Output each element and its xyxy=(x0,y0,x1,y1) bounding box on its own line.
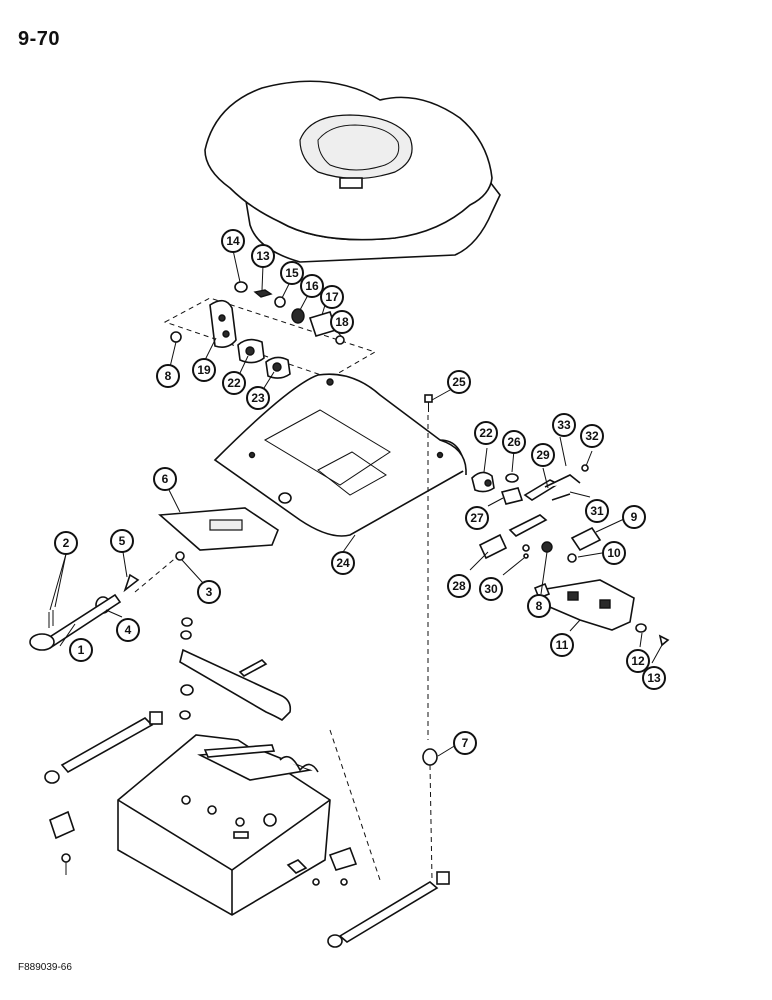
callout-22-left: 22 xyxy=(222,371,246,395)
svg-text:22: 22 xyxy=(227,376,241,390)
svg-text:31: 31 xyxy=(590,504,604,518)
callout-24: 24 xyxy=(331,551,355,575)
callout-28: 28 xyxy=(447,574,471,598)
svg-text:19: 19 xyxy=(197,363,211,377)
callout-25: 25 xyxy=(447,370,471,394)
callout-5: 5 xyxy=(110,529,134,553)
callout-32: 32 xyxy=(580,424,604,448)
svg-text:11: 11 xyxy=(556,638,569,652)
callout-19: 19 xyxy=(192,358,216,382)
callout-29: 29 xyxy=(531,443,555,467)
slide-plate xyxy=(158,507,279,551)
svg-text:24: 24 xyxy=(336,556,350,570)
callout-7: 7 xyxy=(453,731,477,755)
figure-code: F889039-66 xyxy=(18,962,72,973)
callout-22-right: 22 xyxy=(474,421,498,445)
svg-text:4: 4 xyxy=(125,623,132,637)
pivot-hardware xyxy=(163,281,377,379)
callout-31: 31 xyxy=(585,499,609,523)
suspension-base xyxy=(117,617,381,916)
callout-12: 12 xyxy=(626,649,650,673)
adjust-handle xyxy=(29,551,185,651)
svg-text:22: 22 xyxy=(479,426,493,440)
callout-1: 1 xyxy=(69,638,93,662)
callout-13-bottom: 13 xyxy=(642,666,666,690)
callout-27: 27 xyxy=(465,506,489,530)
svg-text:7: 7 xyxy=(462,736,469,750)
callout-23: 23 xyxy=(246,386,270,410)
svg-text:15: 15 xyxy=(285,266,299,280)
svg-text:12: 12 xyxy=(631,654,645,668)
callout-8-top: 8 xyxy=(156,364,180,388)
bolt-and-axis xyxy=(422,394,438,881)
svg-text:27: 27 xyxy=(470,511,484,525)
callout-leaders xyxy=(49,249,663,757)
svg-text:9: 9 xyxy=(631,510,638,524)
callout-18: 18 xyxy=(330,310,354,334)
svg-text:33: 33 xyxy=(557,418,571,432)
svg-text:13: 13 xyxy=(256,249,270,263)
callout-9: 9 xyxy=(622,505,646,529)
svg-text:17: 17 xyxy=(325,290,339,304)
slide-rails xyxy=(44,711,450,948)
svg-text:32: 32 xyxy=(585,429,599,443)
callout-4: 4 xyxy=(116,618,140,642)
callout-15: 15 xyxy=(280,261,304,285)
svg-text:30: 30 xyxy=(484,582,498,596)
seat-pan xyxy=(213,373,467,537)
callout-6: 6 xyxy=(153,467,177,491)
svg-text:2: 2 xyxy=(63,536,70,550)
callout-13-top: 13 xyxy=(251,244,275,268)
svg-text:29: 29 xyxy=(536,448,550,462)
svg-text:8: 8 xyxy=(165,369,172,383)
callout-26: 26 xyxy=(502,430,526,454)
svg-text:28: 28 xyxy=(452,579,466,593)
svg-text:3: 3 xyxy=(206,585,213,599)
svg-text:13: 13 xyxy=(647,671,661,685)
seat-cushion xyxy=(204,80,501,263)
svg-text:6: 6 xyxy=(162,472,169,486)
svg-text:5: 5 xyxy=(119,534,126,548)
page-title: 9-70 xyxy=(18,28,61,50)
callout-17: 17 xyxy=(320,285,344,309)
callout-30: 30 xyxy=(479,577,503,601)
svg-text:10: 10 xyxy=(607,546,621,560)
svg-text:26: 26 xyxy=(507,435,521,449)
svg-text:18: 18 xyxy=(335,315,349,329)
svg-text:8: 8 xyxy=(536,599,543,613)
callout-14: 14 xyxy=(221,229,245,253)
svg-text:16: 16 xyxy=(305,279,319,293)
svg-text:23: 23 xyxy=(251,391,265,405)
callout-11: 11 xyxy=(550,633,574,657)
svg-text:1: 1 xyxy=(78,643,85,657)
callout-3: 3 xyxy=(197,580,221,604)
callout-8-right: 8 xyxy=(527,594,551,618)
lever-assembly xyxy=(471,464,670,647)
callout-33: 33 xyxy=(552,413,576,437)
callout-10: 10 xyxy=(602,541,626,565)
svg-text:25: 25 xyxy=(452,375,466,389)
svg-text:14: 14 xyxy=(226,234,240,248)
callout-2: 2 xyxy=(54,531,78,555)
callout-16: 16 xyxy=(300,274,324,298)
